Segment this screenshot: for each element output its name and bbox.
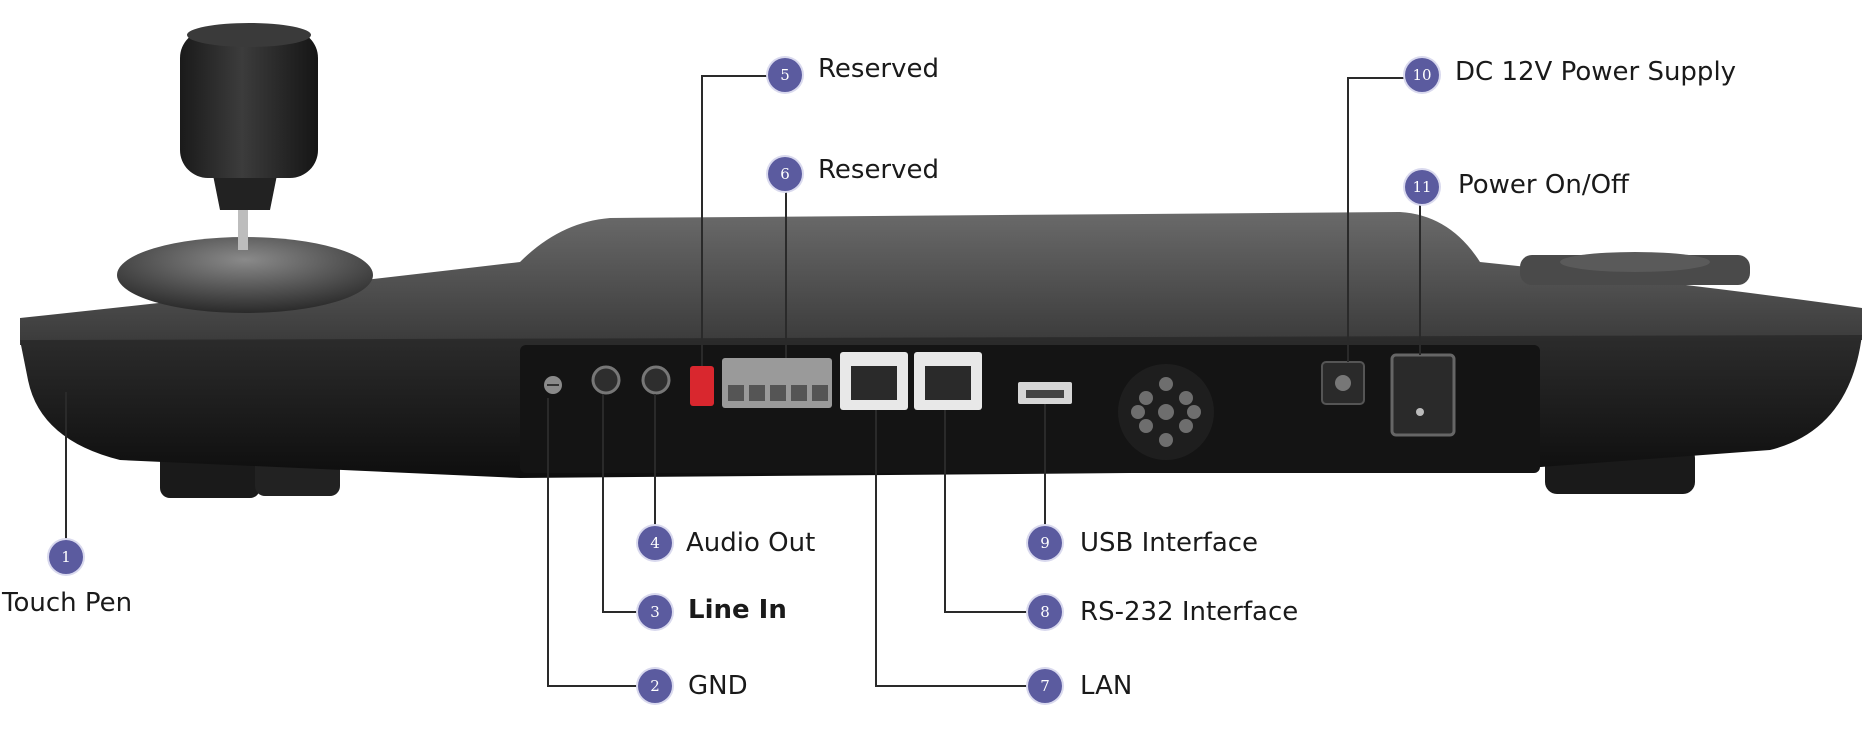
gnd-screw (544, 376, 562, 394)
rs232-port (914, 352, 982, 410)
callout-badge-5: 5 (768, 58, 802, 92)
callout-badge-3: 3 (638, 595, 672, 629)
callout-label-reserved-6: Reserved (818, 155, 940, 185)
callout-badge-4: 4 (638, 526, 672, 560)
callout-label-dc-12v-power-supply: DC 12V Power Supply (1455, 57, 1737, 87)
callout-label-power-on-off: Power On/Off (1458, 170, 1629, 200)
callout-label-gnd: GND (688, 671, 748, 701)
callout-label-usb-interface: USB Interface (1080, 528, 1259, 558)
keyboard-top-shell (20, 212, 1862, 345)
line-in-jack (591, 365, 621, 395)
callout-label-lan: LAN (1080, 671, 1133, 701)
callout-leader-lines (65, 75, 1421, 687)
callout-badge-1: 1 (49, 540, 83, 574)
callout-label-line-in: Line In (688, 595, 787, 625)
audio-out-jack (641, 365, 671, 395)
terminal-block (722, 358, 832, 408)
joystick (117, 23, 373, 313)
callout-badge-2: 2 (638, 669, 672, 703)
connector-panel (520, 345, 1540, 473)
callout-badge-9: 9 (1028, 526, 1062, 560)
callout-label-audio-out: Audio Out (686, 528, 816, 558)
dip-switch (690, 366, 714, 406)
lan-port (840, 352, 908, 410)
usb-port (1018, 382, 1072, 404)
top-right-controls (1520, 252, 1750, 285)
callout-badge-11: 11 (1405, 170, 1439, 204)
power-switch (1390, 353, 1456, 437)
callout-label-touch-pen: Touch Pen (2, 588, 133, 618)
callout-badge-6: 6 (768, 157, 802, 191)
callout-label-reserved-5: Reserved (818, 54, 940, 84)
callout-badge-7: 7 (1028, 669, 1062, 703)
callout-badge-10: 10 (1405, 58, 1439, 92)
callout-badge-8: 8 (1028, 595, 1062, 629)
callout-label-rs232-interface: RS-232 Interface (1080, 597, 1299, 627)
speaker-grille (1118, 364, 1214, 460)
dc-power-jack (1321, 361, 1365, 405)
